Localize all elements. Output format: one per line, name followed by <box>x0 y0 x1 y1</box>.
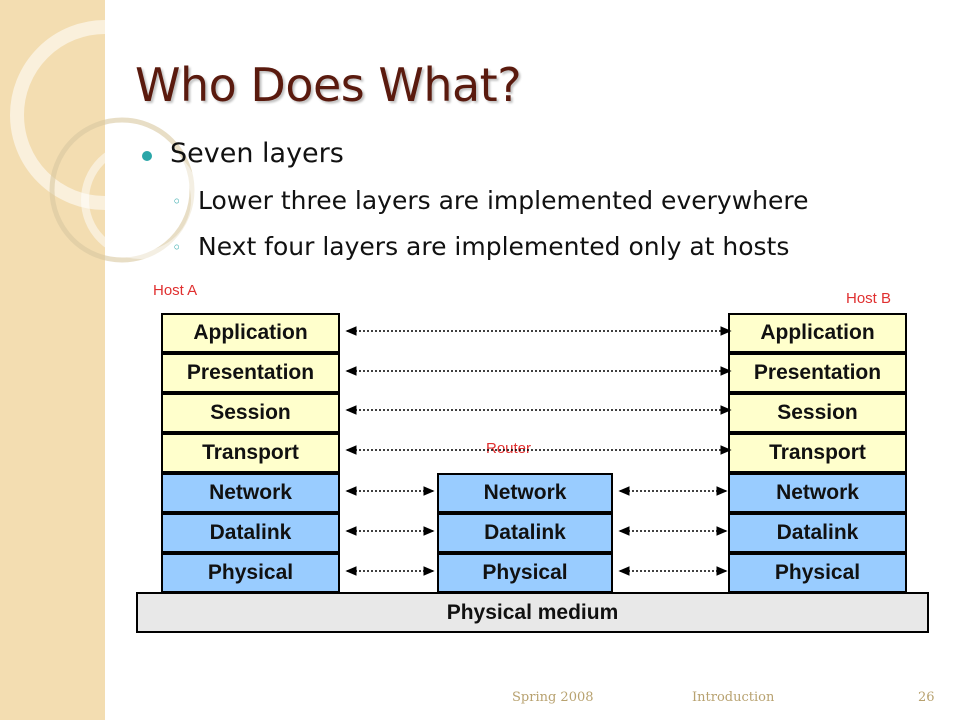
host-b-label: Host B <box>846 290 892 307</box>
router-datalink-layer: Datalink <box>437 513 613 553</box>
host-b-presentation-layer: Presentation <box>728 353 907 393</box>
host-b-network-layer: Network <box>728 473 907 513</box>
host-b-application-layer: Application <box>728 313 907 353</box>
host-b-datalink-layer: Datalink <box>728 513 907 553</box>
host-b-physical-layer: Physical <box>728 553 907 593</box>
host-a-session-layer: Session <box>161 393 340 433</box>
host-a-application-layer: Application <box>161 313 340 353</box>
router-network-layer: Network <box>437 473 613 513</box>
host-b-session-layer: Session <box>728 393 907 433</box>
footer-date: Spring 2008 <box>512 690 594 705</box>
footer-page-number: 26 <box>918 690 935 705</box>
host-a-transport-layer: Transport <box>161 433 340 473</box>
sub-bullet-lower-layers: Lower three layers are implemented every… <box>198 186 809 215</box>
bullet-seven-layers: Seven layers <box>170 138 344 169</box>
decorative-circles <box>10 20 200 263</box>
host-a-label: Host A <box>153 282 198 299</box>
footer-section: Introduction <box>692 690 775 705</box>
host-b-transport-layer: Transport <box>728 433 907 473</box>
host-a-datalink-layer: Datalink <box>161 513 340 553</box>
sub-bullet-marker: ◦ <box>172 238 182 257</box>
bullet-marker <box>142 151 152 161</box>
physical-medium: Physical medium <box>136 592 929 633</box>
host-a-presentation-layer: Presentation <box>161 353 340 393</box>
sub-bullet-marker: ◦ <box>172 192 182 211</box>
host-a-network-layer: Network <box>161 473 340 513</box>
sub-bullet-upper-layers: Next four layers are implemented only at… <box>198 232 790 261</box>
slide-title: Who Does What? <box>135 58 522 112</box>
